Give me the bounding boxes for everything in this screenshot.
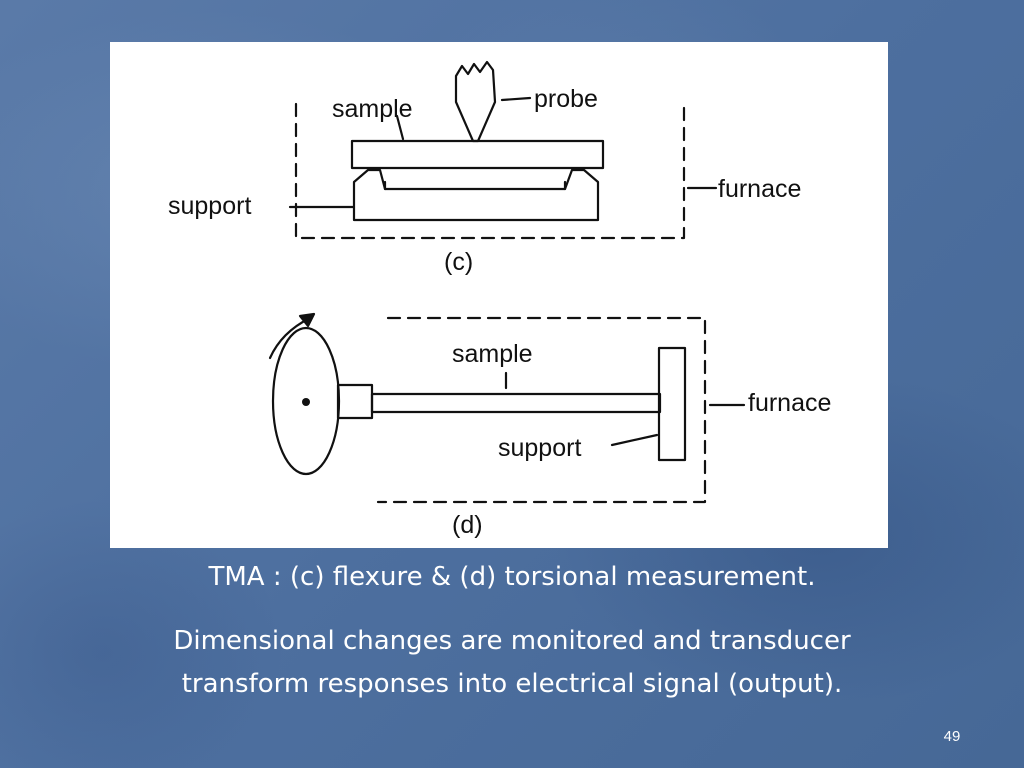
d-caption-label: (d): [452, 511, 483, 539]
tma-figure: sample probe support furnace (c) sample …: [110, 42, 888, 548]
d-sample-label: sample: [452, 340, 533, 368]
figure-caption: TMA : (c) flexure & (d) torsional measur…: [208, 562, 816, 592]
c-probe: [454, 60, 497, 143]
d-support-label: support: [498, 434, 581, 462]
c-sample-bar: [350, 139, 605, 170]
c-support-label: support: [168, 192, 251, 220]
tma-diagram: sample probe support furnace (c) sample …: [168, 60, 831, 539]
body-text-line-1: Dimensional changes are monitored and tr…: [173, 626, 851, 656]
body-text-line-2: transform responses into electrical sign…: [181, 669, 843, 699]
c-furnace-outline: [294, 100, 686, 240]
d-furnace-outline: [376, 316, 707, 504]
d-support-block: [657, 346, 687, 462]
c-support: [352, 168, 600, 222]
slide-page-number: 49: [943, 728, 961, 745]
d-sample-rod: [370, 392, 662, 414]
c-probe-label: probe: [534, 85, 598, 113]
d-furnace-label: furnace: [748, 389, 831, 417]
d-hub: [336, 383, 374, 420]
d-disk-center: [302, 398, 310, 406]
c-caption-label: (c): [444, 248, 473, 276]
c-furnace-label: furnace: [718, 175, 801, 203]
c-sample-label: sample: [332, 95, 413, 123]
